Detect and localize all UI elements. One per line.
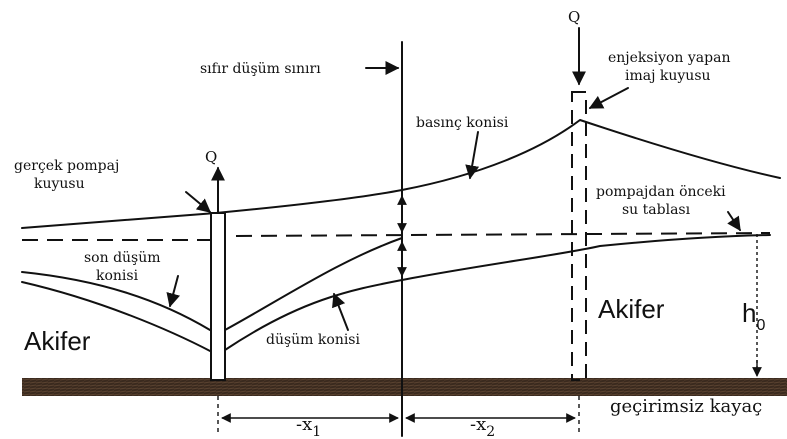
image-well-label-line1: enjeksiyon yapan <box>608 50 730 66</box>
final-drawdown-cone-right <box>224 237 403 331</box>
q-label-left: Q <box>205 148 217 166</box>
image-injection-well <box>571 91 587 381</box>
final-cone-label-line1: son düşüm <box>84 250 161 266</box>
water-table-label-line2: su tablası <box>622 202 691 218</box>
real-well-label-line2: kuyusu <box>34 176 85 192</box>
zero-boundary-label: sıfır düşüm sınırı <box>200 61 321 77</box>
water-table-pointer <box>727 211 741 232</box>
final-drawdown-cone-left-lower <box>21 281 213 353</box>
real-well-pointer <box>185 191 212 213</box>
h0-label: h0 <box>742 298 765 334</box>
final-cone-label-line2: konisi <box>96 268 139 284</box>
impermeable-rock-layer <box>22 378 787 396</box>
q-label-right: Q <box>568 8 580 26</box>
image-well-pointer <box>588 87 629 109</box>
aquifer-label-left: Akifer <box>24 326 91 356</box>
real-pumping-well <box>210 212 226 381</box>
real-well-label-line1: gerçek pompaj <box>14 158 119 174</box>
drawdown-cone-label: düşüm konisi <box>266 332 360 348</box>
water-table-label-line1: pompajdan önceki <box>596 184 726 200</box>
x2-label: -x2 <box>470 414 495 439</box>
pre-pumping-water-table-right <box>235 232 771 237</box>
final-drawdown-cone-left <box>21 271 211 331</box>
final-cone-pointer <box>166 275 181 308</box>
drawdown-cone-pointer <box>332 292 349 331</box>
x1-label: -x1 <box>296 414 321 439</box>
impermeable-label: geçirimsiz kayaç <box>610 396 762 417</box>
image-well-label-line2: imaj kuyusu <box>625 68 711 84</box>
pressure-cone-pointer <box>465 131 480 180</box>
drawdown-cone-curve <box>224 234 771 351</box>
aquifer-label-right: Akifer <box>598 294 665 324</box>
pressure-cone-label: basınç konisi <box>416 115 509 131</box>
